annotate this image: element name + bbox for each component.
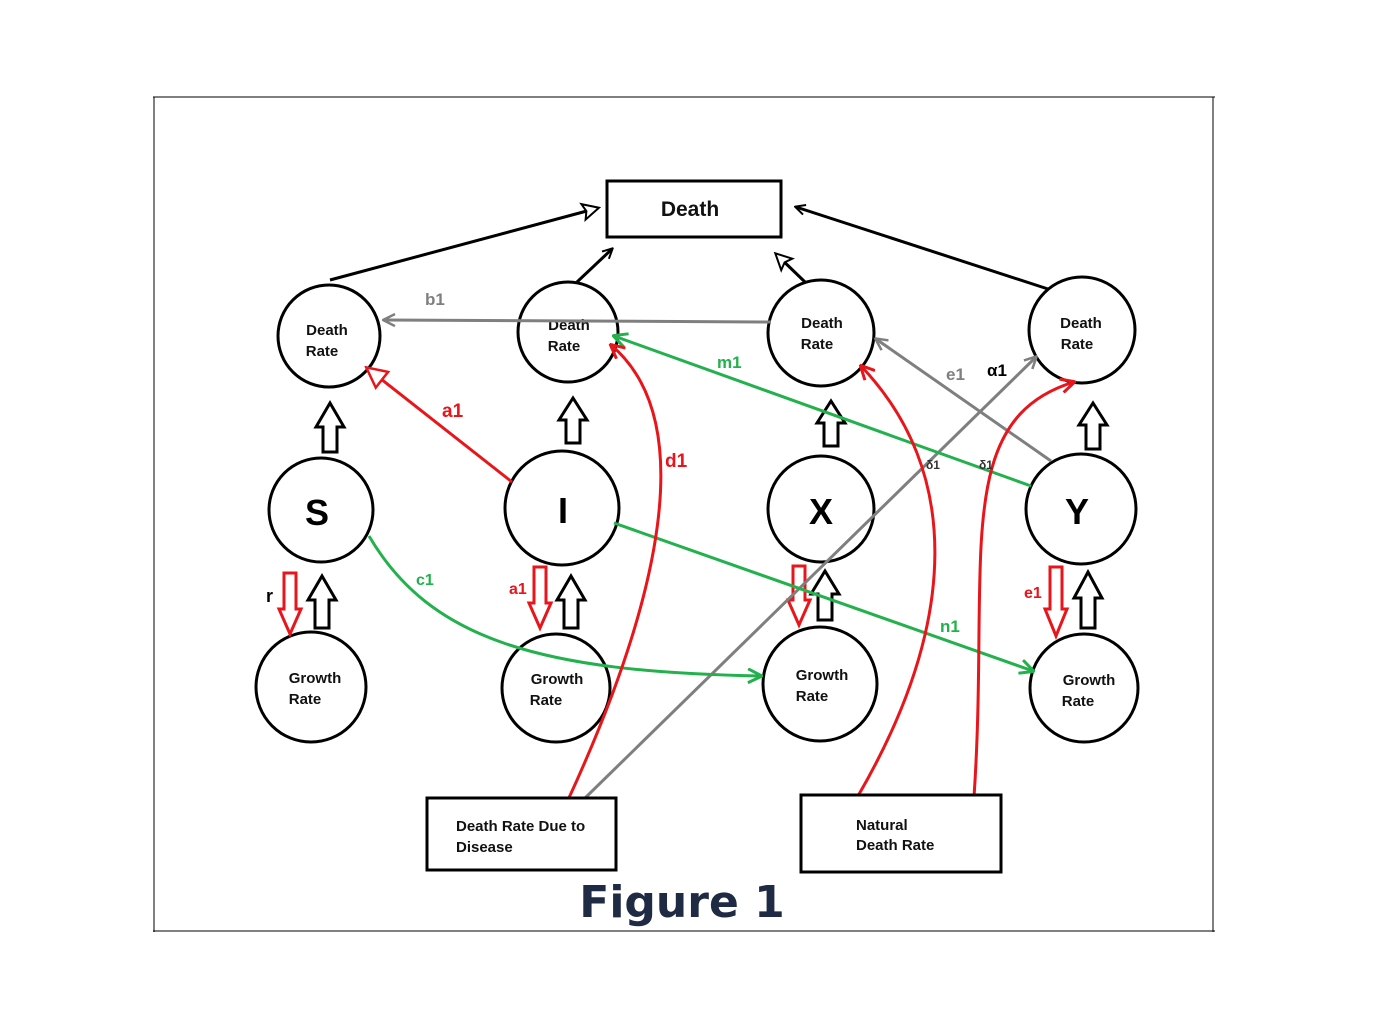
up-arrow-s-bottom bbox=[305, 573, 339, 630]
label-e1-red: e1 bbox=[1024, 585, 1042, 602]
svg-text:Rate: Rate bbox=[548, 338, 581, 355]
svg-text:Rate: Rate bbox=[1062, 693, 1095, 710]
label-n1: n1 bbox=[940, 617, 960, 636]
up-arrow-x-top bbox=[814, 398, 848, 448]
label-delta1-b: δ1 bbox=[979, 458, 993, 472]
growth-rate-node-i: Growth Rate bbox=[500, 632, 612, 744]
figure-caption: Figure 1 bbox=[579, 877, 784, 928]
svg-text:Death: Death bbox=[306, 322, 348, 339]
arrow-s-death-to-death bbox=[329, 208, 598, 282]
arrow-n1 bbox=[613, 521, 1033, 671]
arrow-natural-to-x bbox=[856, 366, 937, 797]
node-s: S bbox=[267, 456, 375, 564]
arrow-x-death-to-death bbox=[776, 254, 807, 284]
green-arrows bbox=[367, 336, 1033, 676]
svg-text:X: X bbox=[809, 491, 833, 532]
down-arrow-r bbox=[276, 571, 304, 638]
death-arrows bbox=[329, 207, 1049, 291]
svg-text:Natural: Natural bbox=[856, 817, 908, 834]
down-arrow-e1 bbox=[1042, 565, 1070, 640]
svg-text:Rate: Rate bbox=[530, 692, 563, 709]
down-arrow-a1 bbox=[526, 565, 554, 632]
arrow-c1 bbox=[367, 535, 761, 676]
svg-text:Growth: Growth bbox=[531, 671, 584, 688]
arrow-e1-gray bbox=[876, 339, 1052, 463]
natural-death-rate-box: Natural Death Rate bbox=[799, 793, 1003, 874]
svg-text:Rate: Rate bbox=[289, 691, 322, 708]
label-a1-upper: a1 bbox=[442, 401, 464, 422]
label-alpha1: α1 bbox=[987, 361, 1007, 380]
arrow-i-death-to-death bbox=[575, 249, 612, 284]
svg-text:Rate: Rate bbox=[796, 688, 829, 705]
figure-frame bbox=[153, 96, 1215, 932]
red-arrows bbox=[367, 345, 1074, 801]
svg-text:Y: Y bbox=[1065, 491, 1089, 532]
disease-death-rate-box: Death Rate Due to Disease bbox=[425, 796, 618, 872]
svg-text:Growth: Growth bbox=[1063, 672, 1116, 689]
label-e1-gray: e1 bbox=[946, 365, 965, 384]
svg-text:Growth: Growth bbox=[289, 670, 342, 687]
death-rate-node-x: Death Rate bbox=[766, 278, 876, 388]
arrow-a1 bbox=[367, 368, 513, 484]
death-rate-node-y: Death Rate bbox=[1027, 275, 1137, 385]
node-x: X bbox=[766, 454, 876, 564]
arrow-d1 bbox=[566, 345, 663, 801]
gray-arrows bbox=[384, 320, 1052, 802]
growth-rate-node-s: Growth Rate bbox=[254, 630, 368, 744]
node-i: I bbox=[503, 449, 621, 567]
svg-text:S: S bbox=[305, 492, 329, 533]
arrow-y-death-to-death bbox=[796, 207, 1049, 291]
label-d1: d1 bbox=[665, 451, 688, 472]
svg-text:Rate: Rate bbox=[801, 336, 834, 353]
up-arrow-i-top bbox=[556, 395, 590, 445]
label-m1: m1 bbox=[717, 353, 742, 372]
arrow-natural-to-y bbox=[972, 382, 1074, 798]
svg-text:Death Rate: Death Rate bbox=[856, 837, 934, 854]
svg-text:I: I bbox=[558, 490, 568, 531]
arrow-m1 bbox=[614, 336, 1032, 488]
up-arrow-y-top bbox=[1076, 400, 1110, 451]
death-box: Death bbox=[605, 179, 783, 239]
label-c1: c1 bbox=[416, 572, 434, 589]
down-arrow-x bbox=[785, 564, 813, 629]
label-a1-lower: a1 bbox=[509, 581, 527, 598]
svg-text:Rate: Rate bbox=[1061, 336, 1094, 353]
death-box-label: Death bbox=[661, 198, 719, 221]
death-rate-node-s: Death Rate bbox=[276, 283, 382, 389]
svg-text:Growth: Growth bbox=[796, 667, 849, 684]
up-arrow-y-bottom bbox=[1071, 568, 1105, 630]
svg-text:Death: Death bbox=[1060, 315, 1102, 332]
hollow-up-arrows bbox=[305, 395, 1110, 630]
arrow-b1 bbox=[384, 320, 772, 322]
growth-rate-node-y: Growth Rate bbox=[1028, 632, 1140, 744]
label-delta1-a: δ1 bbox=[926, 458, 940, 472]
up-arrow-s-top bbox=[313, 400, 347, 454]
growth-rate-node-x: Growth Rate bbox=[761, 625, 879, 743]
edge-labels: b1 a1 d1 m1 e1 α1 δ1 δ1 r a1 c1 n1 e1 bbox=[266, 290, 1042, 636]
hollow-down-arrows bbox=[276, 564, 1070, 640]
arrow-alpha1 bbox=[581, 357, 1036, 802]
node-y: Y bbox=[1024, 452, 1138, 566]
svg-text:Death: Death bbox=[801, 315, 843, 332]
death-rate-node-i: Death Rate bbox=[516, 280, 620, 384]
svg-text:Rate: Rate bbox=[306, 343, 339, 360]
svg-text:Disease: Disease bbox=[456, 839, 513, 856]
label-b1: b1 bbox=[425, 290, 445, 309]
label-r: r bbox=[266, 586, 273, 606]
up-arrow-i-bottom bbox=[554, 573, 588, 630]
svg-text:Death Rate Due to: Death Rate Due to bbox=[456, 818, 585, 835]
